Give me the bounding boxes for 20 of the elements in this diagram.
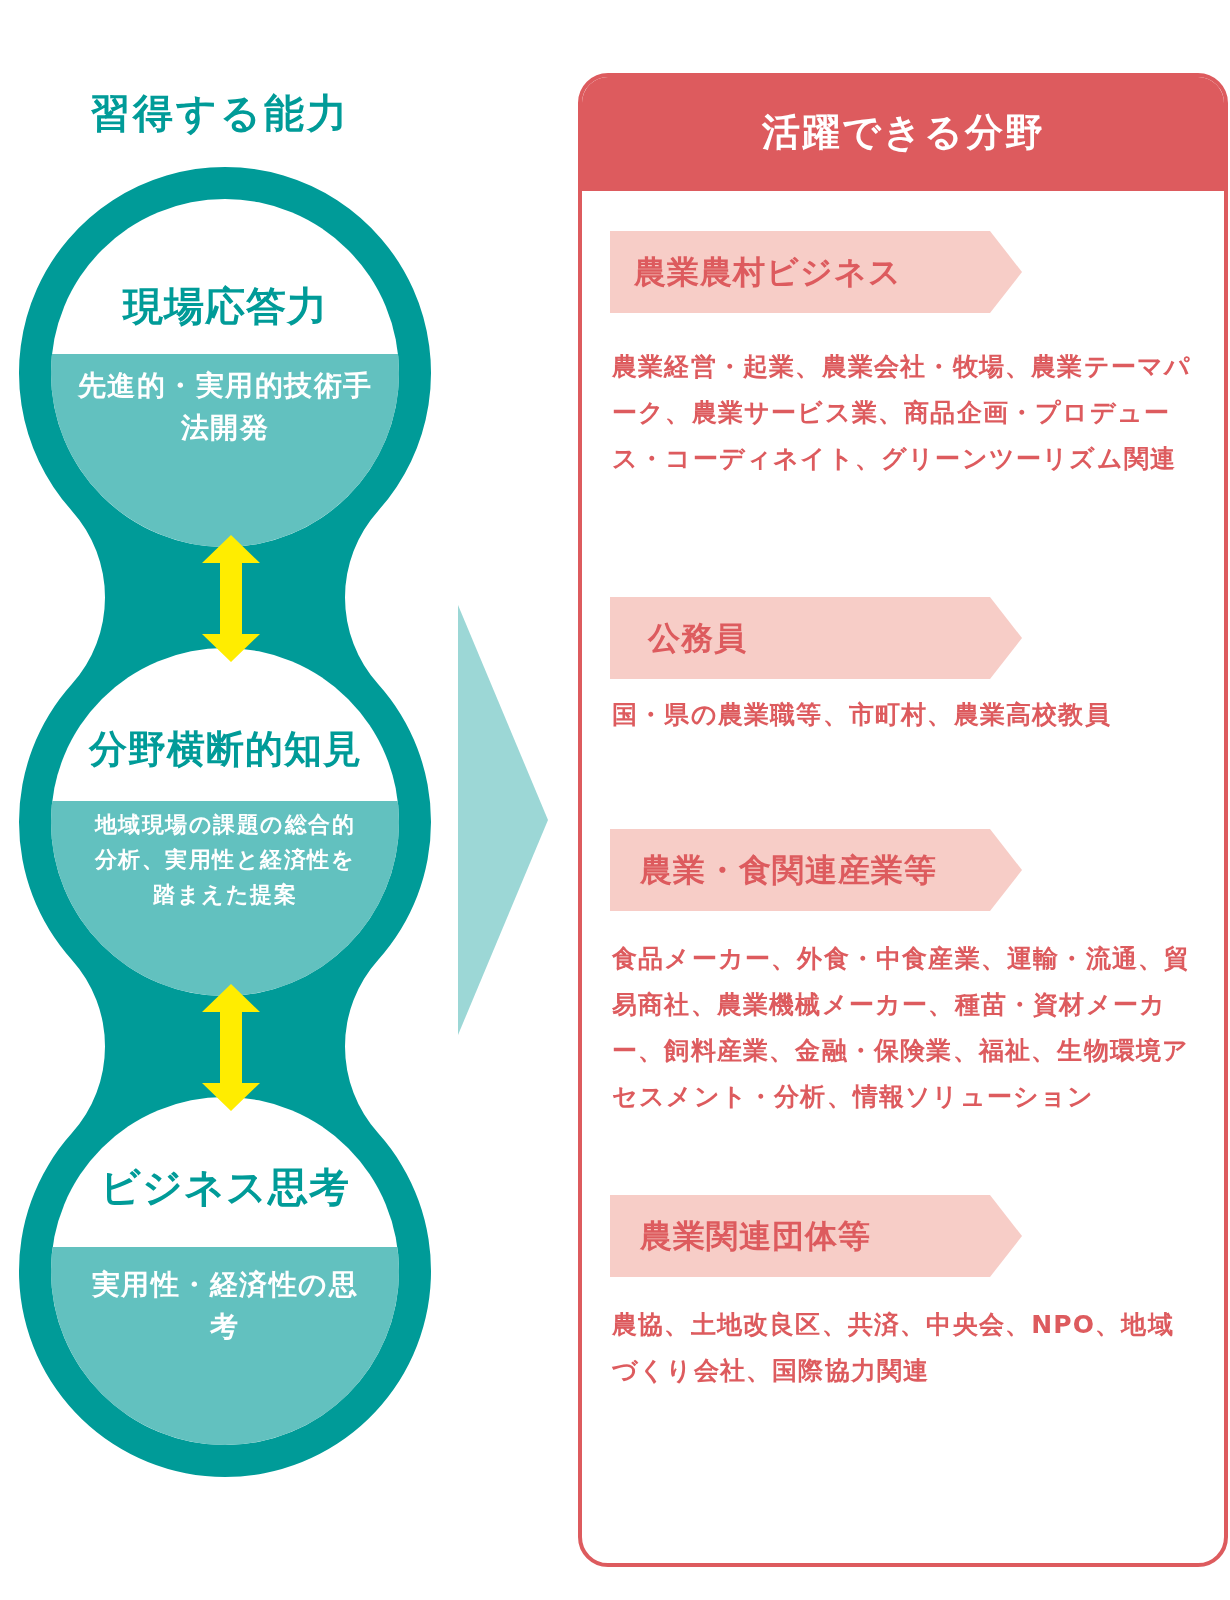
double-arrow xyxy=(202,535,260,662)
category-description: 食品メーカー、外食・中食産業、運輸・流通、貿易商社、農業機械メーカー、種苗・資材メーカー、飼料産業、金融・保険業、福祉、生物環境アセスメント・分析、情報ソリューション xyxy=(612,943,1192,1113)
category-heading: 農業・食関連産業等 xyxy=(640,850,938,891)
category-heading: 農業関連団体等 xyxy=(640,1216,872,1257)
skill-heading: 分野横断的知見 xyxy=(87,727,363,773)
skill-heading: 現場応答力 xyxy=(121,282,329,330)
double-arrow xyxy=(202,984,260,1111)
chevron-arrow xyxy=(458,605,548,1035)
skill-description: 地域現場の課題の総合的分析、実用性と経済性を踏まえた提案 xyxy=(93,810,357,910)
category-description: 農業経営・起業、農業会社・牧場、農業テーマパーク、農業サービス業、商品企画・プロデュース・コーディネイト、グリーンツーリズム関連 xyxy=(612,351,1193,475)
category-description: 農協、土地改良区、共済、中央会、NPO、地域づくり会社、国際協力関連 xyxy=(612,1309,1175,1387)
category-heading: 農業農村ビジネス xyxy=(634,252,903,293)
section-title: 習得する能力 xyxy=(89,89,351,138)
skill-description: 実用性・経済性の思考 xyxy=(90,1267,360,1346)
panel-title: 活躍できる分野 xyxy=(760,109,1046,156)
category-heading: 公務員 xyxy=(648,618,748,659)
skill-description: 先進的・実用的技術手法開発 xyxy=(76,368,374,447)
skill-heading: ビジネス思考 xyxy=(99,1163,351,1211)
category-description: 国・県の農業職等、市町村、農業高校教員 xyxy=(612,699,1112,731)
panel-frame xyxy=(578,73,1228,1567)
